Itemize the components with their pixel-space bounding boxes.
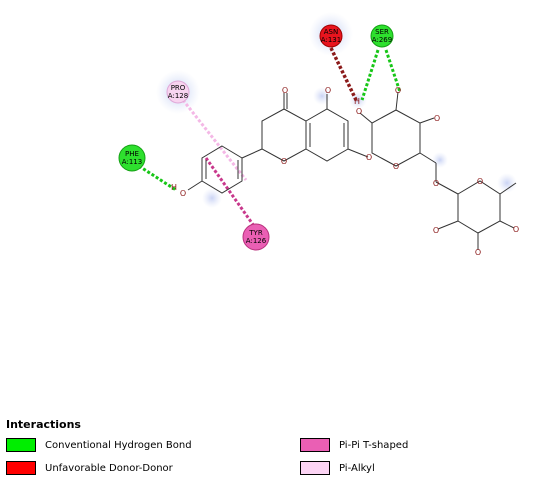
carbonyl-oxygen: O	[282, 86, 288, 95]
residue-ser-number: A:269	[372, 36, 392, 44]
residue-asn[interactable]: ASN A:131	[319, 24, 343, 48]
legend-label: Unfavorable Donor-Donor	[45, 462, 173, 474]
phenol-oxygen: O	[180, 189, 186, 198]
linker-oxygen: O	[433, 179, 439, 188]
legend-title: Interactions	[6, 418, 81, 431]
glucose-hydroxyl-oxygen-2: O	[395, 86, 401, 95]
ligand-atom-labels: O O O O O H O H O O O O O O O O	[171, 86, 519, 257]
legend-label: Pi-Alkyl	[339, 462, 375, 474]
legend-label: Conventional Hydrogen Bond	[45, 439, 192, 451]
legend-item-conventional-hydrogen-bond: Conventional Hydrogen Bond	[6, 438, 192, 452]
glucose-hydroxyl-oxygen-1: O	[356, 107, 362, 116]
residue-ser[interactable]: SER A:269	[370, 24, 394, 48]
rhamnose-hydroxyl-oxygen-3: O	[433, 226, 439, 235]
interaction-diagram: O O O O O H O H O O O O O O O O ASN A:13…	[118, 12, 519, 257]
rhamnose-hydroxyl-oxygen-2: O	[475, 248, 481, 257]
residue-ser-name: SER	[375, 28, 389, 36]
phenol-hydrogen: H	[171, 183, 177, 192]
legend-label: Pi-Pi T-shaped	[339, 439, 409, 451]
residue-asn-name: ASN	[324, 28, 338, 36]
residue-pro-name: PRO	[171, 84, 186, 92]
asn-unfavorable-line	[329, 47, 359, 103]
ligand-structure	[187, 91, 517, 250]
rhamnose-hydroxyl-oxygen-1: O	[513, 225, 519, 234]
rhamnose-ring-oxygen: O	[477, 177, 483, 186]
glucose-hydroxyl-oxygen-3: O	[434, 114, 440, 123]
legend-item-pi-pi-t-shaped: Pi-Pi T-shaped	[300, 438, 408, 452]
residue-phe-number: A:113	[122, 158, 142, 166]
residue-phe[interactable]: PHE A:113	[118, 144, 146, 172]
residue-phe-name: PHE	[125, 150, 139, 158]
phe-hbond-line	[138, 164, 177, 192]
ser-hbond-line-1	[360, 49, 380, 101]
glucose-ring-oxygen: O	[393, 162, 399, 171]
legend-swatch-magenta	[300, 438, 330, 452]
residue-tyr[interactable]: TYR A:126	[242, 223, 270, 251]
ser-hbond-line-2	[384, 49, 402, 93]
residue-tyr-name: TYR	[248, 229, 263, 237]
residue-tyr-number: A:126	[246, 237, 267, 245]
hydroxyl-oxygen-a-ring: O	[325, 86, 331, 95]
legend-swatch-green	[6, 438, 36, 452]
residue-asn-number: A:131	[321, 36, 341, 44]
ring-oxygen-chromane: O	[281, 157, 287, 166]
interaction-lines	[138, 47, 402, 227]
residue-pro-number: A:128	[168, 92, 188, 100]
legend-swatch-pink	[300, 461, 330, 475]
glycoside-oxygen: O	[366, 153, 372, 162]
tyr-pi-pi-line	[204, 157, 256, 227]
legend-swatch-red	[6, 461, 36, 475]
legend-item-unfavorable-donor-donor: Unfavorable Donor-Donor	[6, 461, 173, 475]
pro-pi-alkyl-line	[181, 99, 248, 181]
glucose-hydrogen: H	[354, 97, 360, 106]
legend-item-pi-alkyl: Pi-Alkyl	[300, 461, 375, 475]
residue-pro[interactable]: PRO A:128	[166, 80, 190, 104]
